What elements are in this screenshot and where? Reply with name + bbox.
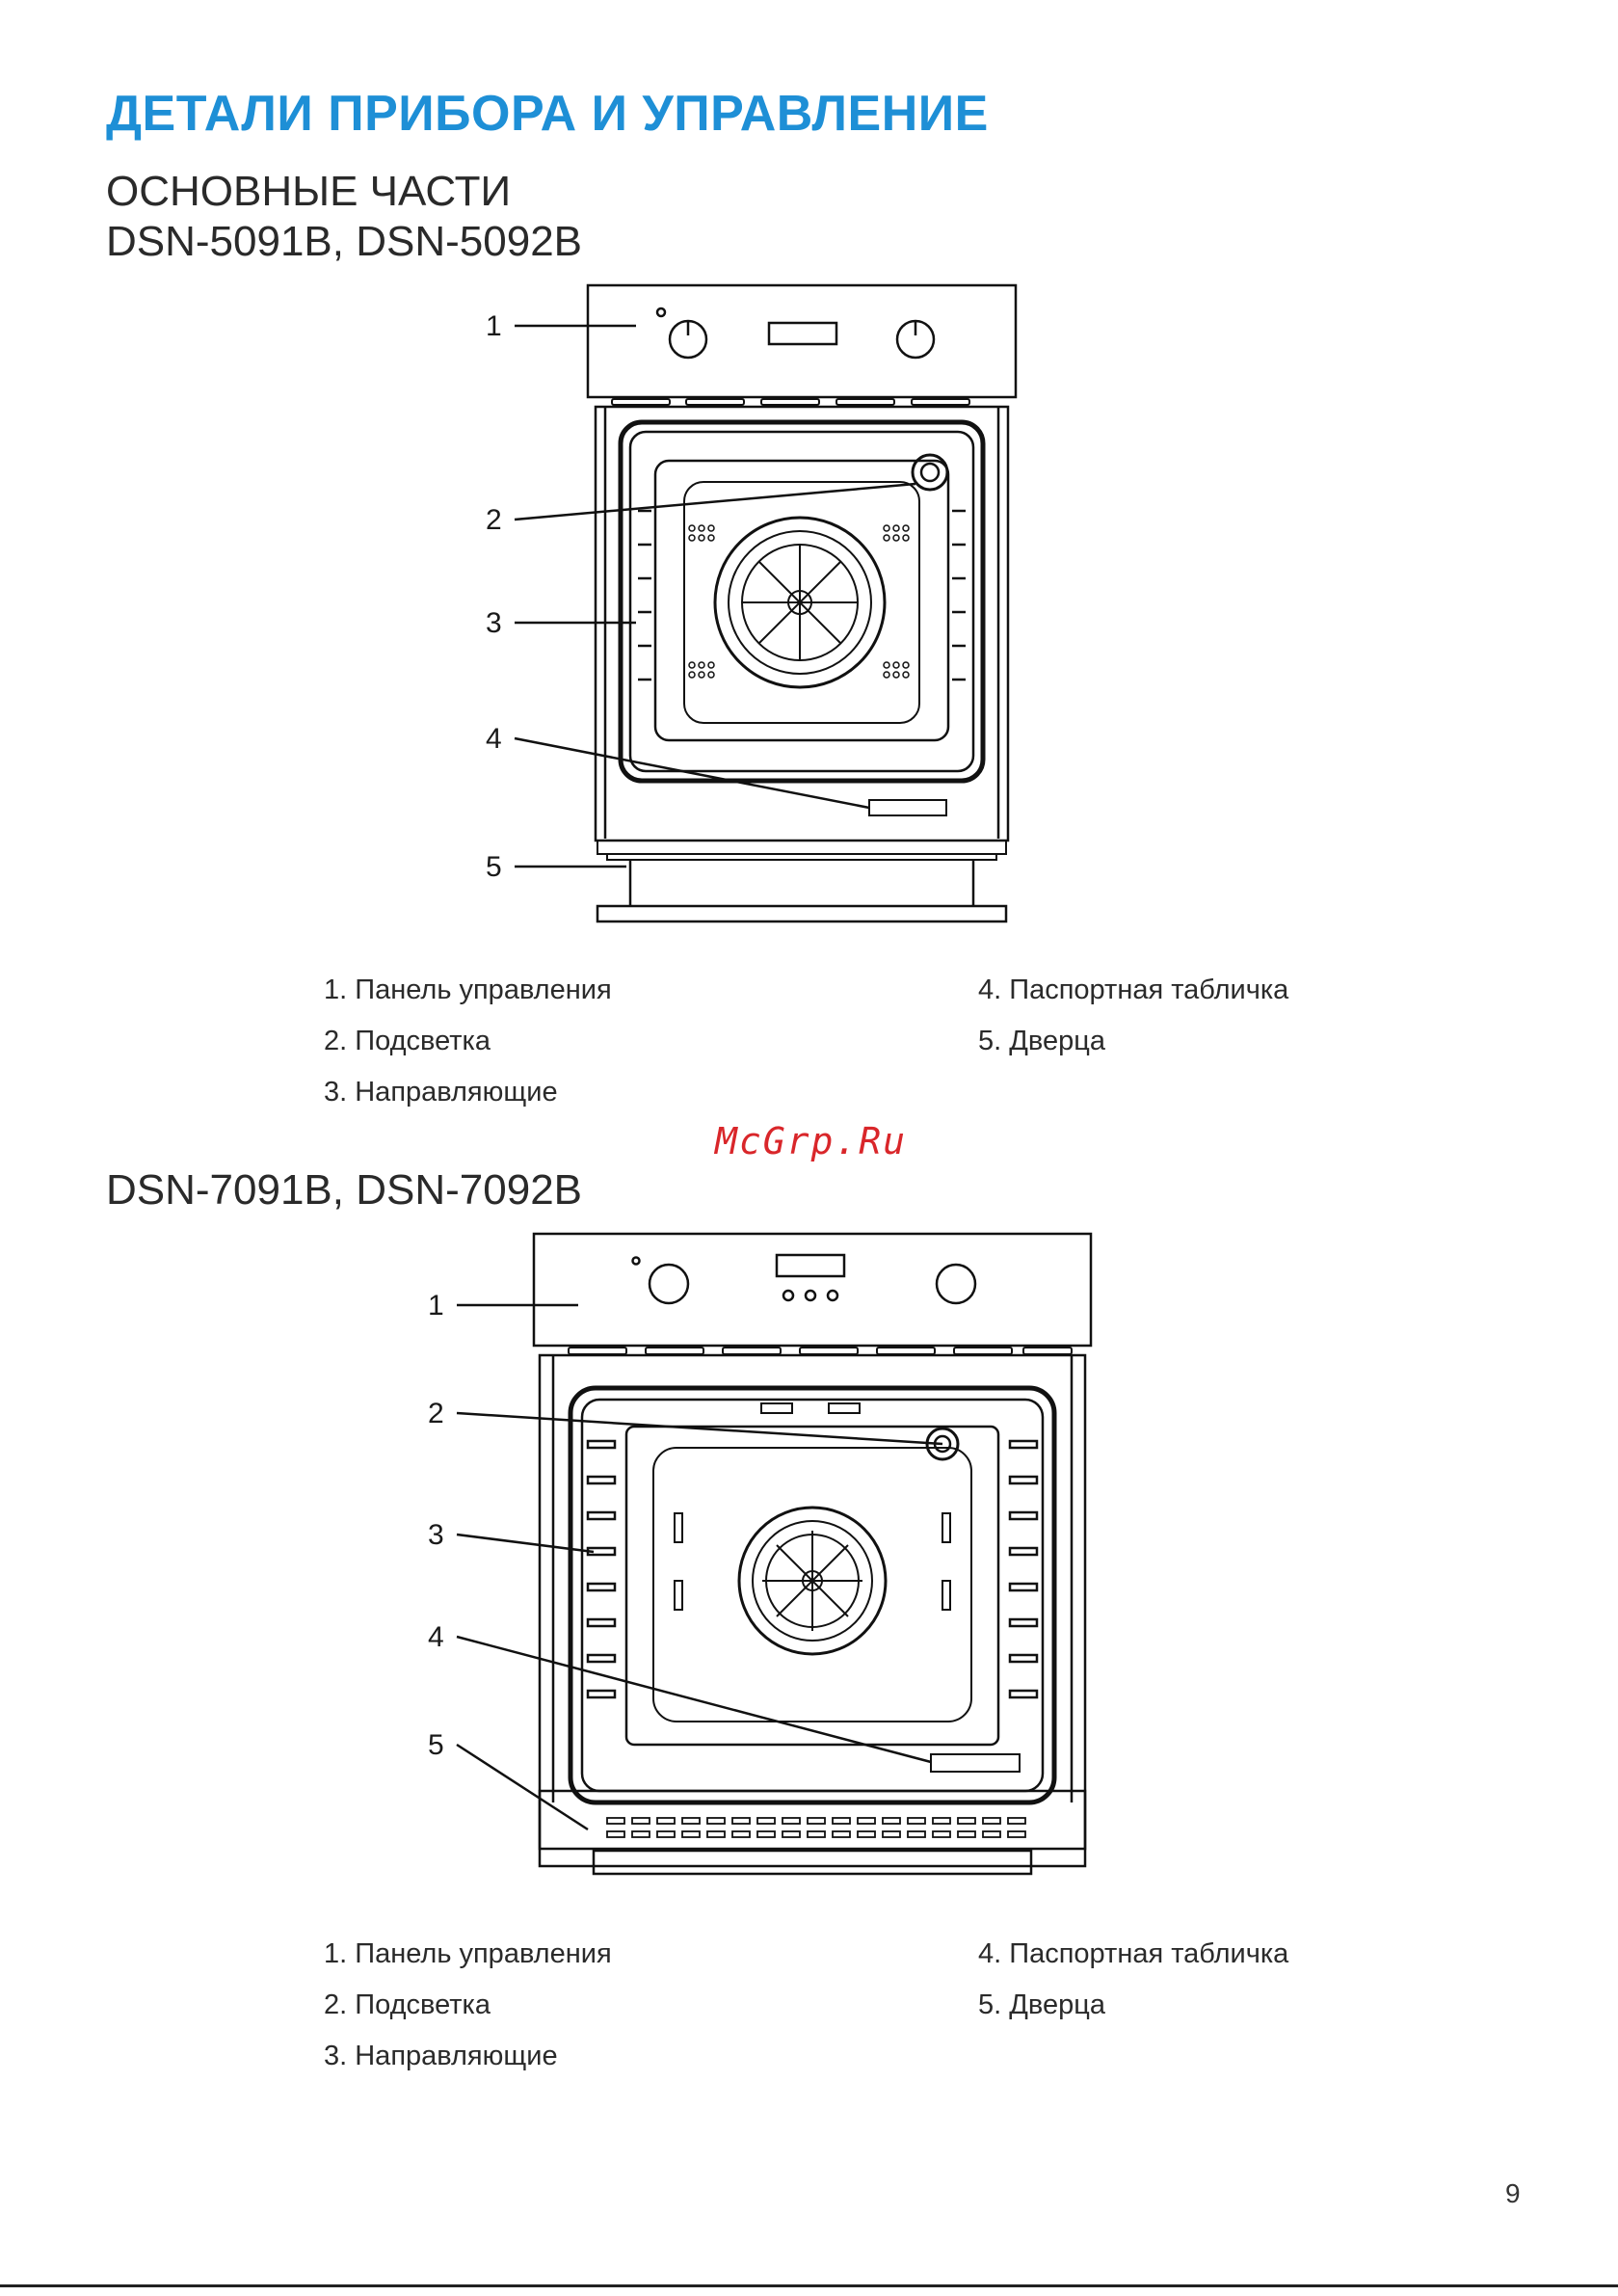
- oven-diagram-5091: 1 2 3 4 5: [472, 280, 1031, 945]
- legend-item: 1. Панель управления: [324, 965, 612, 1016]
- legend-item: 2. Подсветка: [324, 1016, 612, 1067]
- watermark: McGrp.Ru: [715, 1120, 907, 1162]
- rating-plate: [931, 1754, 1020, 1772]
- oven-door: [597, 841, 1006, 854]
- callout-1: 1: [428, 1290, 444, 1322]
- page-number: 9: [1505, 2178, 1521, 2209]
- oven-diagram-7091: 1 2 3 4 5: [414, 1224, 1108, 1899]
- rating-plate: [869, 800, 946, 815]
- callout-2: 2: [428, 1398, 444, 1429]
- legend-right: 4. Паспортная табличка 5. Дверца: [978, 965, 1288, 1067]
- control-panel: [588, 285, 1016, 397]
- legend-right: 4. Паспортная табличка 5. Дверца: [978, 1929, 1288, 2031]
- section-title-main-parts: ОСНОВНЫЕ ЧАСТИ: [106, 166, 511, 218]
- callout-3: 3: [486, 607, 502, 639]
- section1-model-names: DSN-5091B, DSN-5092B: [106, 216, 582, 268]
- legend-item: 2. Подсветка: [324, 1980, 612, 2031]
- button: [806, 1291, 815, 1300]
- legend-item: 1. Панель управления: [324, 1929, 612, 1980]
- door-vents: [607, 1818, 1025, 1837]
- callout-5: 5: [486, 851, 502, 883]
- legend-item: 4. Паспортная табличка: [978, 965, 1288, 1016]
- right-knob: [937, 1265, 975, 1303]
- legend-left: 1. Панель управления 2. Подсветка 3. Нап…: [324, 1929, 612, 2082]
- rack-guides: [638, 511, 966, 680]
- left-knob: [650, 1265, 688, 1303]
- section2-model-names: DSN-7091B, DSN-7092B: [106, 1164, 582, 1216]
- callout-5: 5: [428, 1729, 444, 1761]
- legend-item: 4. Паспортная табличка: [978, 1929, 1288, 1980]
- legend-item: 3. Направляющие: [324, 2031, 612, 2082]
- callout-2: 2: [486, 504, 502, 536]
- button: [828, 1291, 837, 1300]
- legend-left: 1. Панель управления 2. Подсветка 3. Нап…: [324, 965, 612, 1118]
- vent-slots: [612, 399, 969, 405]
- indicator-light: [633, 1258, 640, 1265]
- display: [769, 323, 836, 344]
- display: [777, 1255, 844, 1276]
- legend-item: 5. Дверца: [978, 1980, 1288, 2031]
- page-title: ДЕТАЛИ ПРИБОРА И УПРАВЛЕНИЕ: [106, 85, 989, 143]
- oven-door: [540, 1791, 1085, 1849]
- callout-4: 4: [486, 723, 502, 755]
- indicator-light: [657, 308, 665, 316]
- control-panel: [534, 1234, 1091, 1346]
- vent-slots: [569, 1348, 1072, 1354]
- legend-item: 5. Дверца: [978, 1016, 1288, 1067]
- callout-1: 1: [486, 310, 502, 342]
- callout-3: 3: [428, 1519, 444, 1551]
- bottom-rule: [0, 2284, 1618, 2287]
- button: [783, 1291, 793, 1300]
- legend-item: 3. Направляющие: [324, 1067, 612, 1118]
- callout-4: 4: [428, 1621, 444, 1653]
